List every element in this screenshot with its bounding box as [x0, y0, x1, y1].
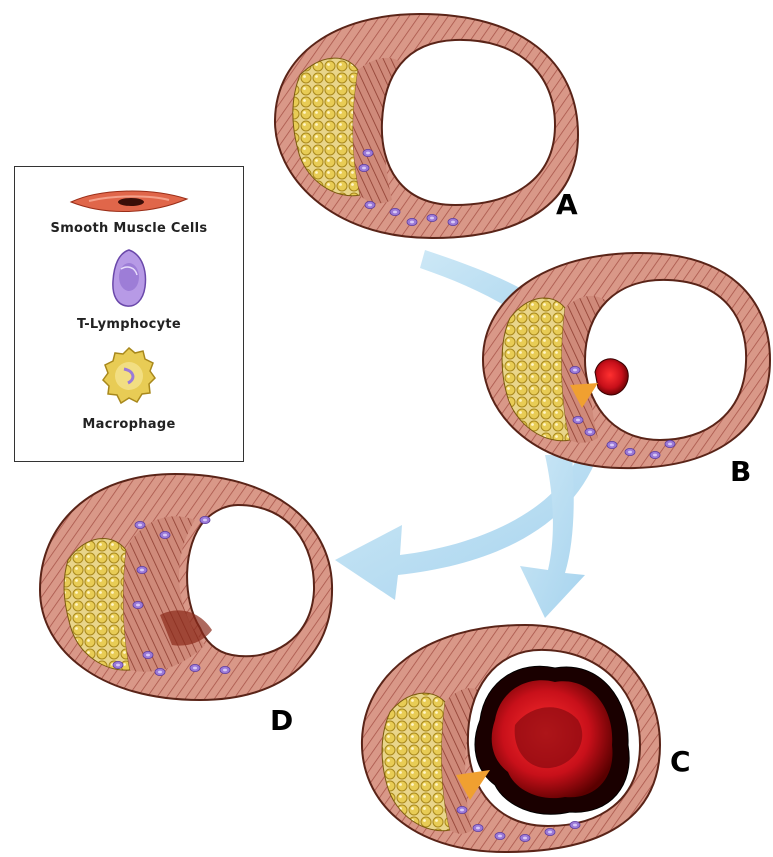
panel-label-a: A [556, 188, 578, 221]
smooth-muscle-cell-icon [69, 185, 189, 219]
panel-label-b: B [730, 455, 751, 488]
legend-label-t-lymphocyte: T-Lymphocyte [15, 317, 243, 332]
panel-label-c: C [670, 745, 691, 778]
macrophage-icon [100, 345, 158, 407]
legend-label-macrophage: Macrophage [15, 417, 243, 432]
legend: Smooth Muscle Cells T-Lymphocyte Macroph… [14, 166, 244, 462]
vessel-b [483, 253, 770, 468]
panel-label-d: D [270, 704, 293, 737]
legend-label-smooth-muscle: Smooth Muscle Cells [15, 221, 243, 236]
vessel-c [362, 625, 660, 852]
t-lymphocyte-icon [107, 247, 151, 309]
vessel-a [275, 14, 578, 238]
vessel-d [40, 474, 332, 700]
